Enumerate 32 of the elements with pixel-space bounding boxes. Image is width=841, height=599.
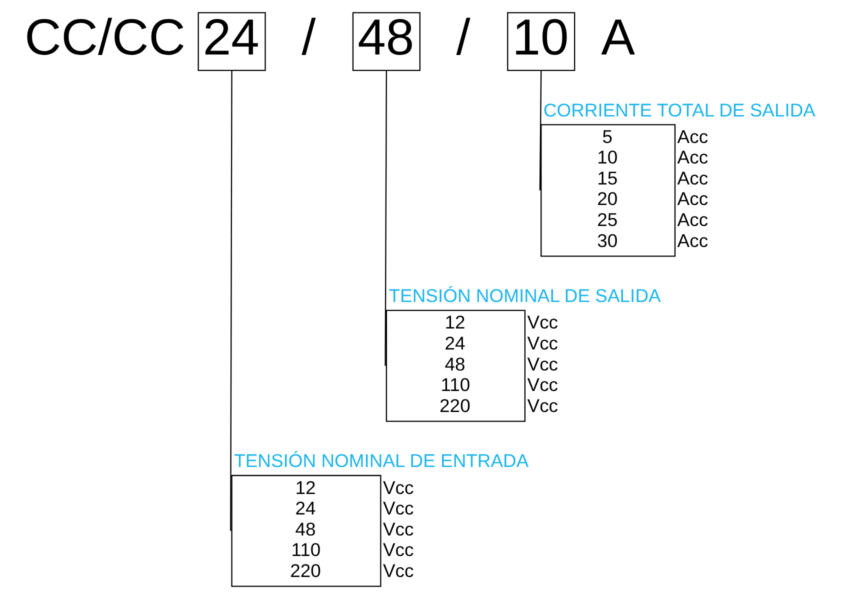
- node-label: Acc: [677, 167, 708, 188]
- node-box: 10: [507, 12, 576, 71]
- node-label: TENSIÓN NOMINAL DE ENTRADA: [234, 450, 529, 472]
- node-box: 5 10 15 20 25 30: [540, 124, 676, 257]
- node-label: Acc: [677, 146, 708, 168]
- label: CC/CC: [24, 8, 186, 66]
- node-box: 12 24 48 110 220: [231, 474, 382, 587]
- label: /: [456, 8, 470, 66]
- connector: [384, 70, 388, 366]
- node-label: Acc: [677, 188, 708, 210]
- node-label: TENSIÓN NOMINAL DE SALIDA: [388, 285, 661, 306]
- node-box: 12 24 48 110 220: [386, 310, 526, 422]
- node-label: Vcc: [382, 539, 414, 560]
- node-label: Vcc: [382, 560, 414, 581]
- node-box: 24: [198, 12, 266, 71]
- node-label: Vcc: [382, 518, 414, 540]
- node-label: Vcc: [382, 476, 414, 498]
- connector: [539, 70, 542, 190]
- node-box: 48: [352, 12, 420, 71]
- node-label: Vcc: [527, 394, 558, 416]
- node-label: Acc: [677, 126, 708, 147]
- node-label: Vcc: [527, 374, 558, 396]
- node-label: Vcc: [382, 498, 414, 519]
- label: A: [601, 8, 636, 66]
- node-label: Vcc: [527, 312, 558, 333]
- node-label: Acc: [677, 230, 708, 251]
- label: /: [302, 8, 316, 66]
- node-label: CORRIENTE TOTAL DE SALIDA: [543, 99, 816, 120]
- connector: [230, 70, 232, 531]
- node-label: Vcc: [527, 353, 558, 374]
- node-label: Acc: [677, 208, 708, 230]
- node-label: Vcc: [527, 332, 558, 354]
